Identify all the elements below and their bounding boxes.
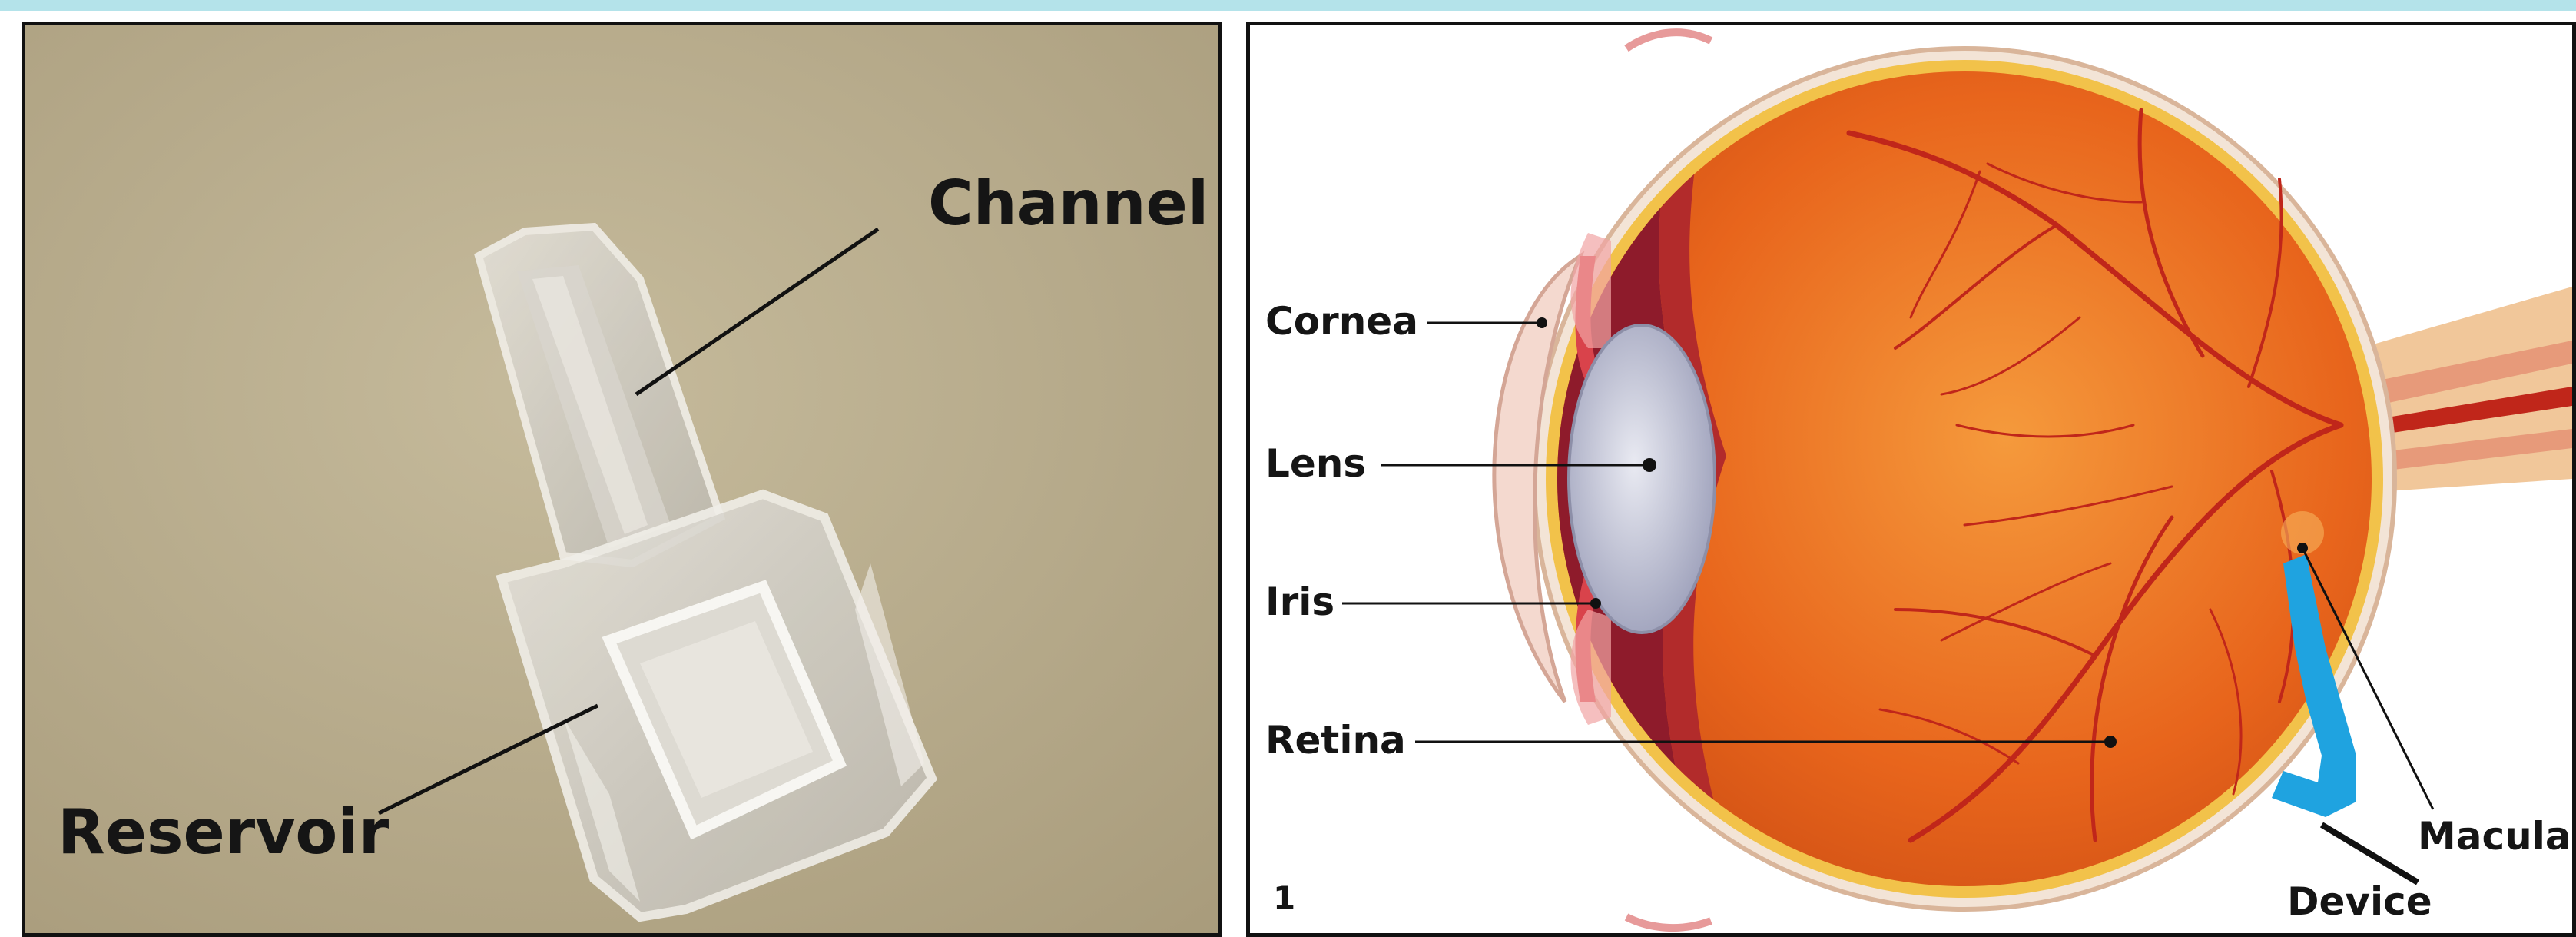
device-photo-panel: Channel Reservoir	[22, 22, 1222, 937]
macula-label: Macula	[2418, 817, 2571, 856]
retina-label: Retina	[1265, 721, 1406, 759]
device-pointer	[2322, 825, 2418, 882]
device-label: Device	[2287, 882, 2432, 921]
eye-diagram-panel: Cornea Lens Iris Retina Macula Device 1	[1246, 22, 2576, 937]
reservoir-label: Reservoir	[58, 802, 389, 863]
figure-number: 1	[1273, 882, 1295, 915]
channel-label: Channel	[928, 173, 1208, 234]
eye-cross-section	[1250, 25, 2572, 933]
iris-label: Iris	[1265, 583, 1334, 621]
top-accent-bar	[0, 0, 2576, 11]
lens-label: Lens	[1265, 444, 1366, 483]
lens	[1569, 325, 1715, 633]
cornea-label: Cornea	[1265, 302, 1418, 341]
